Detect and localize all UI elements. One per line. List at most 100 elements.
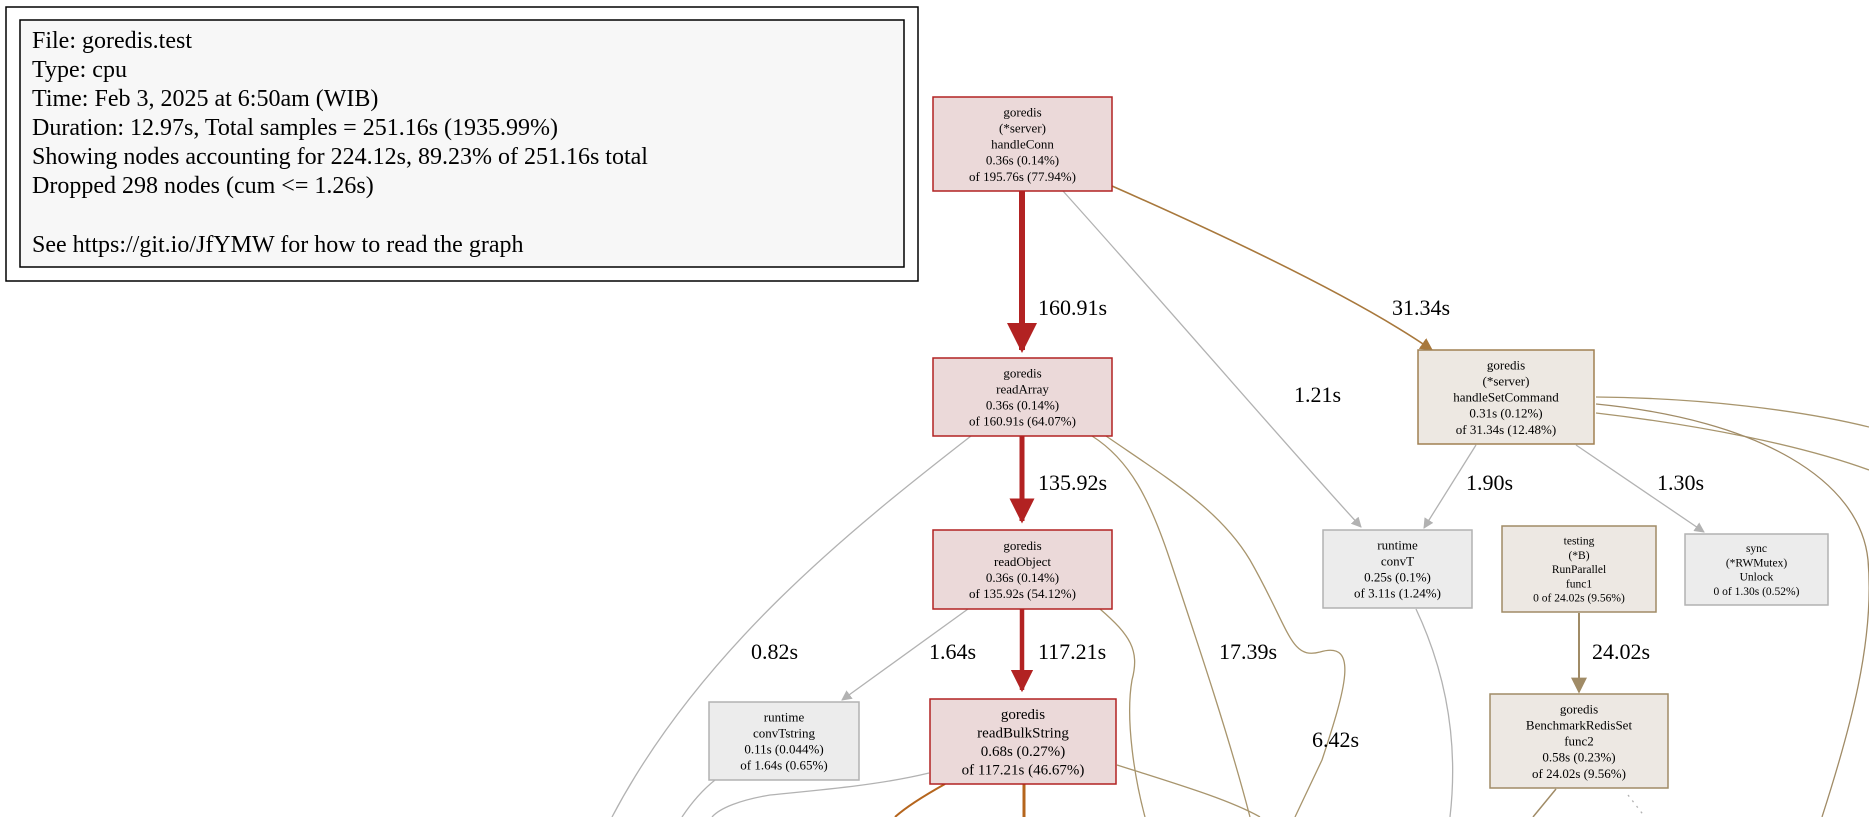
node-label-line: (*server)	[999, 120, 1046, 135]
node-label-line: goredis	[1487, 357, 1525, 372]
node-label-line: (*server)	[1483, 373, 1530, 388]
node-label-line: readBulkString	[977, 725, 1069, 741]
edge-readbulkstring-offscreen-right[interactable]	[1116, 764, 1261, 817]
node-label-line: readArray	[996, 381, 1049, 396]
node-label-line: of 117.21s (46.67%)	[962, 763, 1085, 779]
node-label-line: convTstring	[753, 725, 815, 740]
edge-label-readobject-readbulkstring: 117.21s	[1038, 639, 1106, 664]
node-label-line: of 195.76s (77.94%)	[969, 169, 1076, 184]
node-label-line: of 3.11s (1.24%)	[1354, 586, 1441, 601]
legend-dropped: Dropped 298 nodes (cum <= 1.26s)	[32, 173, 374, 199]
node-label-line: (*RWMutex)	[1726, 557, 1787, 569]
edge-convt-offscreen[interactable]	[1415, 608, 1454, 817]
edge-label-handleconn-handlesetcommand: 31.34s	[1392, 295, 1450, 320]
legend-duration: Duration: 12.97s, Total samples = 251.16…	[32, 115, 558, 141]
edge-convtstring-offscreen[interactable]	[681, 779, 716, 817]
edge-label-handleconn-readarray: 160.91s	[1038, 295, 1107, 320]
node-label-line: goredis	[1001, 707, 1045, 723]
node-label-line: handleSetCommand	[1453, 390, 1559, 405]
edge-label-readarray-left: 0.82s	[751, 639, 798, 664]
node-label-line: (*B)	[1568, 550, 1589, 562]
edge-handleconn-handlesetcommand[interactable]	[1111, 185, 1434, 351]
edge-readobject-offscreen[interactable]	[1099, 608, 1146, 817]
edge-label-readarray-right: 17.39s	[1219, 639, 1277, 664]
node-label-line: runtime	[1377, 537, 1418, 552]
node-label-line: 0.68s (0.27%)	[981, 744, 1066, 760]
node-label-line: func1	[1566, 578, 1592, 590]
edge-handlesetcommand-convt[interactable]	[1423, 444, 1477, 529]
node-label-line: 0.36s (0.14%)	[986, 570, 1059, 585]
edge-label-readarray-readobject: 135.92s	[1038, 470, 1107, 495]
node-label-line: goredis	[1003, 365, 1041, 380]
node-box[interactable]	[929, 698, 1117, 785]
edge-readbulkstring-offscreen-left[interactable]	[711, 772, 930, 817]
node-label-line: 0.36s (0.14%)	[986, 153, 1059, 168]
node-label-line: 0.11s (0.044%)	[744, 742, 823, 757]
edge-label-readarray-far: 6.42s	[1312, 727, 1359, 752]
node-label-line: RunParallel	[1552, 564, 1606, 576]
node-box[interactable]	[1417, 349, 1595, 445]
node-box[interactable]	[932, 357, 1113, 437]
edge-readbulkstring-offscreen-downleft[interactable]	[894, 783, 946, 817]
node-label-line: runtime	[764, 709, 805, 724]
node-label-line: 0.36s (0.14%)	[986, 398, 1059, 413]
node-label-line: of 1.64s (0.65%)	[740, 758, 827, 773]
edge-readarray-offscreen-left[interactable]	[611, 435, 972, 817]
node-label-line: goredis	[1003, 104, 1041, 119]
edge-handlesetcommand-offscreen-3[interactable]	[1595, 403, 1869, 817]
node-label-line: of 160.91s (64.07%)	[969, 414, 1076, 429]
edge-readarray-offscreen-down[interactable]	[1091, 435, 1251, 817]
edge-label-handlesetcommand-rwunlock: 1.30s	[1657, 470, 1704, 495]
node-label-line: BenchmarkRedisSet	[1526, 717, 1633, 732]
node-label-line: goredis	[1003, 538, 1041, 553]
edge-handleconn-convt[interactable]	[1062, 190, 1362, 528]
edge-benchset-offscreen-dotted[interactable]	[1627, 794, 1646, 817]
edge-handlesetcommand-offscreen-2[interactable]	[1595, 412, 1869, 471]
node-label-line: readObject	[994, 554, 1051, 569]
node-label-line: 0.58s (0.23%)	[1542, 750, 1615, 765]
node-box[interactable]	[1501, 525, 1657, 613]
legend-file: File: goredis.test	[32, 28, 192, 54]
legend-time: Time: Feb 3, 2025 at 6:50am (WIB)	[32, 86, 378, 112]
edge-handlesetcommand-rwunlock[interactable]	[1575, 444, 1705, 533]
edge-benchset-offscreen[interactable]	[1532, 788, 1557, 817]
node-box[interactable]	[932, 96, 1113, 192]
node-runparallel[interactable]: testing (*B) RunParallel func1 0 of 24.02s (…	[1501, 525, 1657, 613]
edge-readobject-convtstring[interactable]	[841, 608, 969, 701]
legend-type: Type: cpu	[32, 57, 127, 83]
node-box[interactable]	[1322, 529, 1473, 609]
node-label-line: of 135.92s (54.12%)	[969, 586, 1076, 601]
edge-handlesetcommand-offscreen-1[interactable]	[1595, 396, 1869, 428]
node-label-line: testing	[1564, 536, 1595, 548]
node-label-line: Unlock	[1740, 572, 1774, 584]
edge-label-handlesetcommand-convt: 1.90s	[1466, 470, 1513, 495]
node-label-line: of 24.02s (9.56%)	[1532, 766, 1626, 781]
edges: 160.91s 31.34s 1.21s 135.92s 0.82s 17.39…	[611, 185, 1869, 817]
node-label-line: handleConn	[991, 137, 1054, 152]
node-box[interactable]	[1489, 693, 1669, 789]
node-box[interactable]	[1684, 533, 1829, 606]
edge-readarray-offscreen-far[interactable]	[1105, 435, 1346, 817]
edge-label-handleconn-convt: 1.21s	[1294, 382, 1341, 407]
node-rwunlock[interactable]: sync (*RWMutex) Unlock 0 of 1.30s (0.52%)	[1684, 533, 1829, 606]
legend-help-link[interactable]: See https://git.io/JfYMW for how to read…	[32, 232, 523, 258]
node-box[interactable]	[708, 701, 860, 781]
node-label-line: 0 of 1.30s (0.52%)	[1714, 586, 1800, 598]
edge-label-runparallel-benchset: 24.02s	[1592, 639, 1650, 664]
node-label-line: 0.31s (0.12%)	[1469, 406, 1542, 421]
node-label-line: sync	[1746, 543, 1767, 555]
node-label-line: 0 of 24.02s (9.56%)	[1533, 593, 1625, 605]
node-readbulkstring[interactable]: goredis readBulkString 0.68s (0.27%) of 117…	[929, 698, 1117, 785]
node-label-line: func2	[1564, 734, 1594, 749]
node-label-line: goredis	[1560, 701, 1598, 716]
node-box[interactable]	[932, 529, 1113, 610]
